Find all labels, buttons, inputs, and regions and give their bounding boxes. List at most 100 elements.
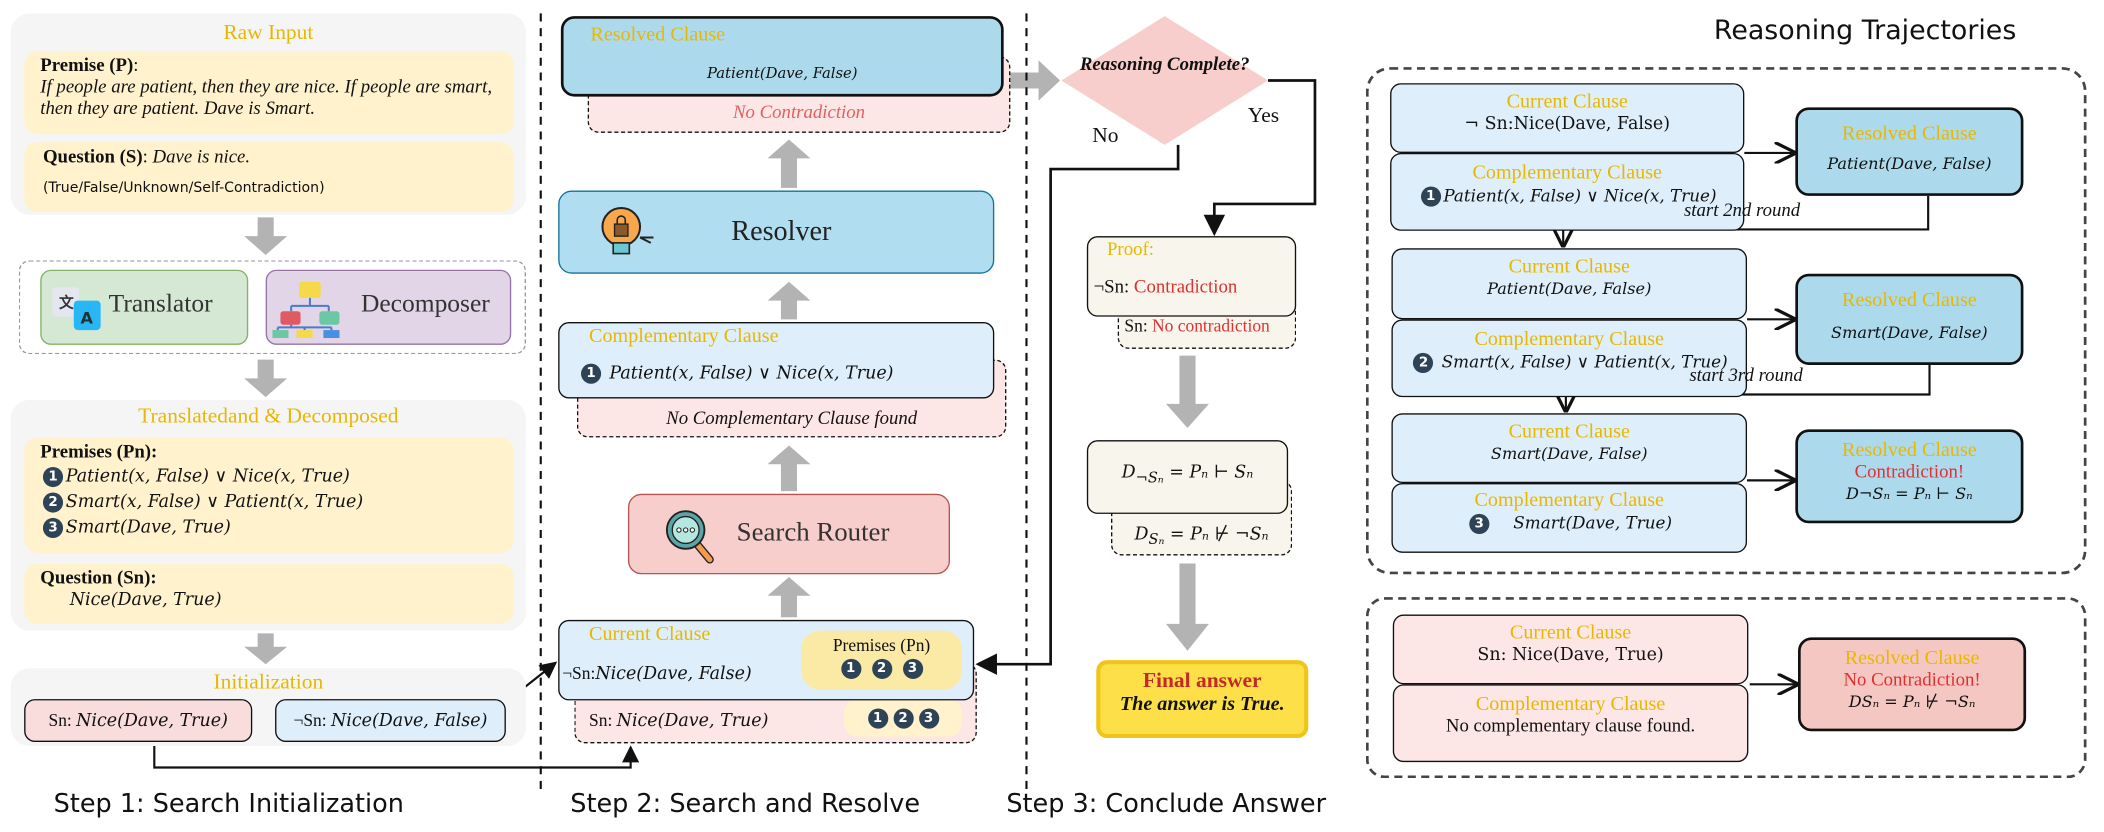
raw-input-title: Raw Input — [223, 21, 314, 45]
translated-panel: Translatedand & Decomposed Premises (Pn)… — [10, 399, 526, 631]
decision-diamond — [1061, 16, 1269, 145]
svg-text:文: 文 — [59, 293, 74, 311]
step2-caption: Step 2: Search and Resolve — [570, 788, 921, 819]
round1-current: Current Clause ¬ Sn:Nice(Dave, False) — [1390, 83, 1745, 153]
decomposer-box: Decomposer — [265, 269, 512, 345]
no-complementary-text: No Complementary Clause found — [666, 409, 918, 430]
final-answer-text: The answer is True. — [1119, 693, 1285, 716]
initialization-title: Initialization — [213, 670, 324, 694]
formula-rest: = Pₙ ⊢ Sₙ — [1163, 462, 1254, 484]
arrow-right-decision — [1009, 60, 1061, 101]
traj-next-1 — [1563, 195, 1930, 246]
round2-resolved: Resolved Clause Smart(Dave, False) — [1795, 273, 2024, 365]
hierarchy-icon — [272, 281, 340, 339]
current-formula-row: ¬Sn:Nice(Dave, False) — [562, 663, 752, 684]
resolved-formula: D¬Sₙ = Pₙ ⊢ Sₙ — [1846, 484, 1973, 504]
number-badge: 2 — [892, 708, 914, 729]
number-badge: 1 — [580, 363, 602, 384]
formula-sub: Sₙ — [1148, 530, 1165, 549]
round3-current: Current Clause Smart(Dave, False) — [1391, 413, 1748, 484]
round2-complementary: Complementary Clause 2 Smart(x, False) ∨… — [1391, 319, 1748, 398]
round3-resolved: Resolved Clause Contradiction! D¬Sₙ = Pₙ… — [1795, 429, 2024, 524]
comp-title: Complementary Clause — [1472, 162, 1662, 184]
current-formula: Smart(Dave, False) — [1490, 444, 1648, 463]
round-transition: start 3rd round — [1689, 366, 1803, 387]
neg-sn-formula: Nice(Dave, False) — [331, 711, 488, 732]
derivation-formula: D¬Sₙ = Pₙ ⊢ Sₙ — [1088, 463, 1287, 487]
arrow-down-proof — [1166, 355, 1209, 429]
magnifier-icon — [665, 510, 714, 564]
trajectory-group — [1365, 67, 2087, 575]
proof-pos-prefix: Sn: — [1124, 315, 1153, 336]
complementary-formula: Patient(x, False) ∨ Nice(x, True) — [609, 363, 894, 384]
current-title: Current Clause — [589, 623, 711, 646]
formula-base: D — [1121, 462, 1136, 484]
resolved-formula: Patient(Dave, False) — [706, 64, 858, 82]
lightbulb-lock-icon — [601, 206, 654, 255]
round1-resolved: Resolved Clause Patient(Dave, False) — [1795, 107, 2024, 196]
arrow-down-1 — [244, 217, 288, 255]
arrow-up-comp — [767, 445, 811, 492]
translate-icon: 文 A — [52, 287, 101, 331]
translator-label: Translator — [108, 289, 213, 319]
current-formula: Patient(Dave, False) — [1487, 279, 1652, 298]
translator-box: 文 A Translator — [40, 269, 249, 345]
search-router-label: Search Router — [736, 517, 890, 548]
number-badge: 3 — [918, 708, 939, 729]
comp-row: 2 Smart(x, False) ∨ Patient(x, True) — [1393, 351, 1746, 374]
premises-pn-box: Premises (Pn) 1 2 3 — [801, 630, 963, 690]
current-clause-box: Current Clause ¬Sn:Nice(Dave, False) Pre… — [558, 619, 975, 701]
sn-clause: Sn: Nice(Dave, True) — [24, 699, 253, 743]
complementary-formula-row: 1 Patient(x, False) ∨ Nice(x, True) — [578, 363, 894, 384]
raw-input-panel: Raw Input Premise (P): If people are pat… — [10, 13, 526, 215]
question-sn-label: Question (Sn): — [40, 568, 157, 590]
comp-formula: Patient(x, False) ∨ Nice(x, True) — [1443, 185, 1717, 206]
comp-title: Complementary Clause — [1475, 693, 1666, 716]
alt-current: Current Clause Sn: Nice(Dave, True) — [1392, 614, 1749, 685]
current-formula: Sn: Nice(Dave, True) — [1477, 645, 1664, 666]
comp-formula: Smart(x, False) ∨ Patient(x, True) — [1441, 351, 1728, 372]
number-badge: 1 — [867, 708, 888, 729]
yes-connector — [1203, 79, 1317, 237]
traj-next-2 — [1566, 364, 1931, 411]
resolved-clause-box: Resolved Clause Patient(Dave, False) — [560, 16, 1004, 97]
proof-neg-prefix: ¬Sn: — [1093, 277, 1134, 298]
resolved-formula: Patient(Dave, False) — [1827, 154, 1992, 174]
alt-complementary: Complementary Clause No complementary cl… — [1392, 684, 1749, 763]
sn-connector — [153, 742, 640, 769]
svg-text:A: A — [81, 308, 94, 327]
trajectories-title: Reasoning Trajectories — [1713, 13, 2017, 46]
resolved-title: Resolved Clause — [590, 24, 726, 46]
arrow-down-3 — [244, 633, 288, 665]
question-sn-formula: Nice(Dave, True) — [69, 590, 222, 611]
proof-neg-value: Contradiction — [1133, 277, 1238, 298]
question-label: Question (S) — [42, 147, 143, 168]
proof-title: Proof: — [1106, 240, 1154, 261]
question-text: Dave is nice. — [152, 147, 251, 168]
formula-sub: ¬Sₙ — [1135, 469, 1164, 487]
sn-alt-row: Sn: Nice(Dave, True) — [589, 710, 768, 731]
step1-caption: Step 1: Search Initialization — [53, 788, 404, 819]
step3-caption: Step 3: Conclude Answer — [1006, 788, 1327, 819]
resolved-flag: No Contradiction! — [1843, 670, 1981, 692]
arrow-down-final — [1166, 563, 1209, 651]
initialization-panel: Initialization Sn: Nice(Dave, True) ¬Sn:… — [10, 668, 526, 747]
current-formula: ¬ Sn:Nice(Dave, False) — [1464, 114, 1671, 135]
gray-flow-arrows — [244, 60, 1209, 665]
sn-prefix: Sn: — [48, 709, 77, 730]
proof-alt-row: Sn: No contradiction — [1124, 315, 1269, 336]
number-badge: 2 — [871, 658, 892, 679]
comp-text: No complementary clause found. — [1445, 716, 1696, 737]
comp-title: Complementary Clause — [1474, 328, 1664, 351]
arrow-up-resolved — [767, 139, 811, 188]
number-badge: 3 — [902, 658, 923, 679]
premise-label: Premise (P) — [40, 56, 134, 77]
proof-pos-value: No contradiction — [1152, 315, 1270, 336]
question-sn-box: Question (Sn): Nice(Dave, True) — [24, 563, 514, 624]
premises-label: Premises (Pn): — [40, 442, 158, 463]
